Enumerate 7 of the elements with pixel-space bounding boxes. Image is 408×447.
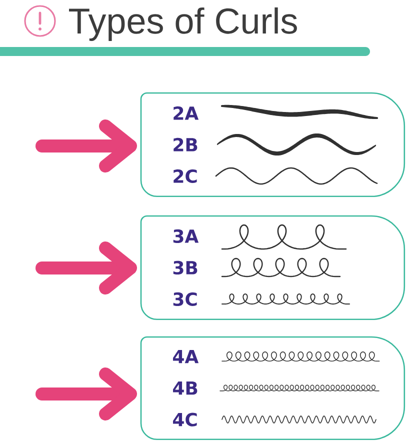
curl-panel: 4A 4B 4C bbox=[140, 336, 406, 440]
curl-panel: 2A 2B 2C bbox=[140, 92, 406, 198]
curl-panel: 3A 3B 3C bbox=[140, 215, 406, 320]
title: Types of Curls bbox=[69, 7, 297, 41]
arrow bbox=[36, 120, 137, 172]
arrow bbox=[36, 368, 137, 420]
arrow bbox=[36, 242, 137, 294]
